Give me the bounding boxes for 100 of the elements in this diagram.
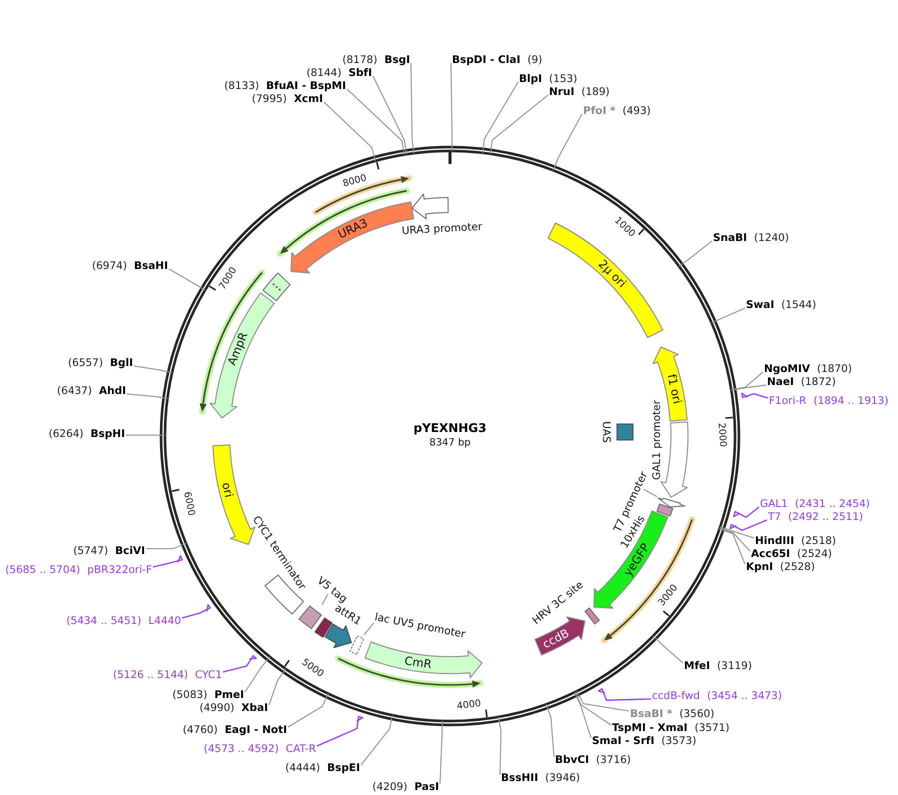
restriction-site-label: BbvCI (3716) bbox=[555, 754, 631, 766]
restriction-site-label: (7995) XcmI bbox=[252, 93, 323, 106]
leader-line bbox=[719, 528, 750, 552]
leader-line bbox=[152, 555, 183, 568]
restriction-site-label: (4760) EagI - NotI bbox=[182, 724, 287, 736]
leader-line bbox=[360, 714, 393, 766]
restriction-site-label: (8133) BfuAI - BspMI bbox=[224, 80, 346, 92]
feature-label: URA3 promoter bbox=[402, 220, 482, 238]
restriction-site-label: SwaI (1544) bbox=[746, 299, 816, 312]
leader-line bbox=[678, 240, 712, 267]
leader-line bbox=[643, 488, 658, 498]
primer-label: ccdB-fwd (3454 .. 3473) bbox=[652, 690, 782, 702]
restriction-site-label: HindIII (2518) bbox=[755, 535, 836, 548]
leader-line bbox=[730, 384, 766, 391]
scale-label: 4000 bbox=[456, 699, 482, 714]
leader-line bbox=[720, 526, 754, 539]
restriction-site-label: TspMI - XmaI (3571) bbox=[612, 722, 730, 734]
leader-line bbox=[322, 594, 328, 606]
leader-line bbox=[182, 604, 211, 619]
plasmid-name: pYEXNHG3 bbox=[414, 422, 486, 436]
restriction-site-label: NaeI (1872) bbox=[767, 376, 836, 388]
leader-line bbox=[146, 542, 186, 550]
leader-line bbox=[244, 656, 270, 693]
restriction-site-label: SnaBI (1240) bbox=[713, 232, 789, 244]
feature-marker-icon bbox=[656, 503, 674, 518]
restriction-site-label: (8144) SbfI bbox=[306, 67, 372, 80]
leader-line bbox=[346, 88, 405, 156]
leader-line bbox=[168, 268, 206, 291]
primer-label: (4573 .. 4592) CAT-R bbox=[204, 743, 316, 756]
leader-line bbox=[574, 692, 612, 726]
leader-line bbox=[126, 394, 168, 399]
leader-line bbox=[552, 114, 582, 171]
primer-label: (5685 .. 5704) pBR322ori-F bbox=[5, 564, 152, 576]
restriction-site-label: (5747) BciVI bbox=[73, 545, 145, 558]
feature-label: lac UV5 promoter bbox=[374, 611, 466, 641]
leader-line bbox=[498, 716, 502, 776]
restriction-site-label: (4444) BspEI bbox=[285, 762, 360, 774]
primer-label: F1ori-R (1894 .. 1913) bbox=[769, 395, 888, 408]
leader-line bbox=[574, 692, 592, 739]
restriction-site-label: (6437) AhdI bbox=[57, 385, 126, 398]
leader-line bbox=[324, 102, 376, 162]
restriction-site-label: (5083) PmeI bbox=[172, 689, 244, 702]
feature-label: ori bbox=[219, 481, 236, 499]
scale-label: 6000 bbox=[180, 491, 196, 517]
restriction-site-label: PfoI * (493) bbox=[583, 105, 651, 118]
leader-line bbox=[222, 655, 257, 673]
restriction-site-label: SmaI - SrfI (3573) bbox=[592, 735, 696, 748]
primer-label: (5126 .. 5144) CYC1 bbox=[113, 669, 222, 682]
feature-label: UAS bbox=[600, 421, 612, 443]
restriction-site-label: (6557) BglI bbox=[68, 357, 133, 370]
leader-line bbox=[741, 392, 768, 399]
leader-line bbox=[410, 62, 414, 154]
feature-label: V5 tag bbox=[314, 574, 350, 606]
restriction-site-label: BssHII (3946) bbox=[501, 772, 580, 784]
restriction-site-label: BsaBI * (3560) bbox=[630, 708, 714, 720]
scale-label: 2000 bbox=[714, 422, 728, 448]
feature-marker-icon bbox=[262, 272, 292, 302]
leader-line bbox=[576, 690, 630, 712]
restriction-site-label: BlpI (153) bbox=[519, 73, 578, 86]
feature-label: URA3 bbox=[336, 216, 370, 242]
plasmid-size: 8347 bp bbox=[429, 437, 471, 449]
restriction-site-label: BspDI - ClaI (9) bbox=[452, 54, 542, 66]
leader-line bbox=[364, 622, 374, 636]
scale-label: 8000 bbox=[342, 174, 368, 190]
restriction-site-label: MfeI (3119) bbox=[684, 660, 752, 672]
leader-line bbox=[718, 528, 746, 565]
primer-label: T7 (2492 .. 2511) bbox=[768, 511, 864, 524]
leader-line bbox=[288, 693, 329, 728]
restriction-site-label: NgoMIV (1870) bbox=[764, 363, 852, 376]
restriction-site-label: KpnI (2528) bbox=[746, 561, 815, 574]
leader-line bbox=[440, 720, 443, 785]
leader-line bbox=[711, 308, 746, 324]
leader-line bbox=[126, 434, 166, 436]
primer-label: (5434 .. 5451) L4440 bbox=[66, 615, 181, 628]
leader-line bbox=[730, 372, 764, 390]
restriction-site-label: Acc65I (2524) bbox=[751, 548, 832, 560]
feature-label: ccdB bbox=[540, 626, 572, 652]
restriction-site-label: (6264) BspHI bbox=[48, 428, 125, 440]
arrow-icon bbox=[657, 496, 686, 508]
restriction-site-label: (4209) PasI bbox=[372, 781, 439, 794]
leader-line bbox=[733, 506, 760, 518]
leader-line bbox=[134, 366, 173, 374]
leader-line bbox=[729, 519, 768, 531]
leader-line bbox=[316, 716, 364, 747]
leader-line bbox=[268, 668, 286, 706]
restriction-site-label: (6974) BsaHI bbox=[92, 260, 168, 272]
restriction-site-label: NruI (189) bbox=[549, 86, 610, 98]
arrow-icon bbox=[324, 622, 352, 648]
leader-line bbox=[490, 94, 548, 154]
primer-label: GAL1 (2431 .. 2454) bbox=[760, 498, 870, 510]
restriction-site-label: (8178) BsgI bbox=[342, 54, 410, 66]
leader-line bbox=[598, 688, 652, 701]
leader-line bbox=[372, 76, 408, 155]
feature-marker-icon bbox=[348, 634, 364, 656]
leader-line bbox=[652, 635, 684, 664]
feature-label: 2µ ori bbox=[595, 257, 628, 290]
leader-line bbox=[482, 82, 518, 154]
feature-label: CmR bbox=[403, 654, 432, 672]
leader-line bbox=[546, 704, 554, 758]
restriction-site-label: (4990) XbaI bbox=[199, 702, 268, 714]
